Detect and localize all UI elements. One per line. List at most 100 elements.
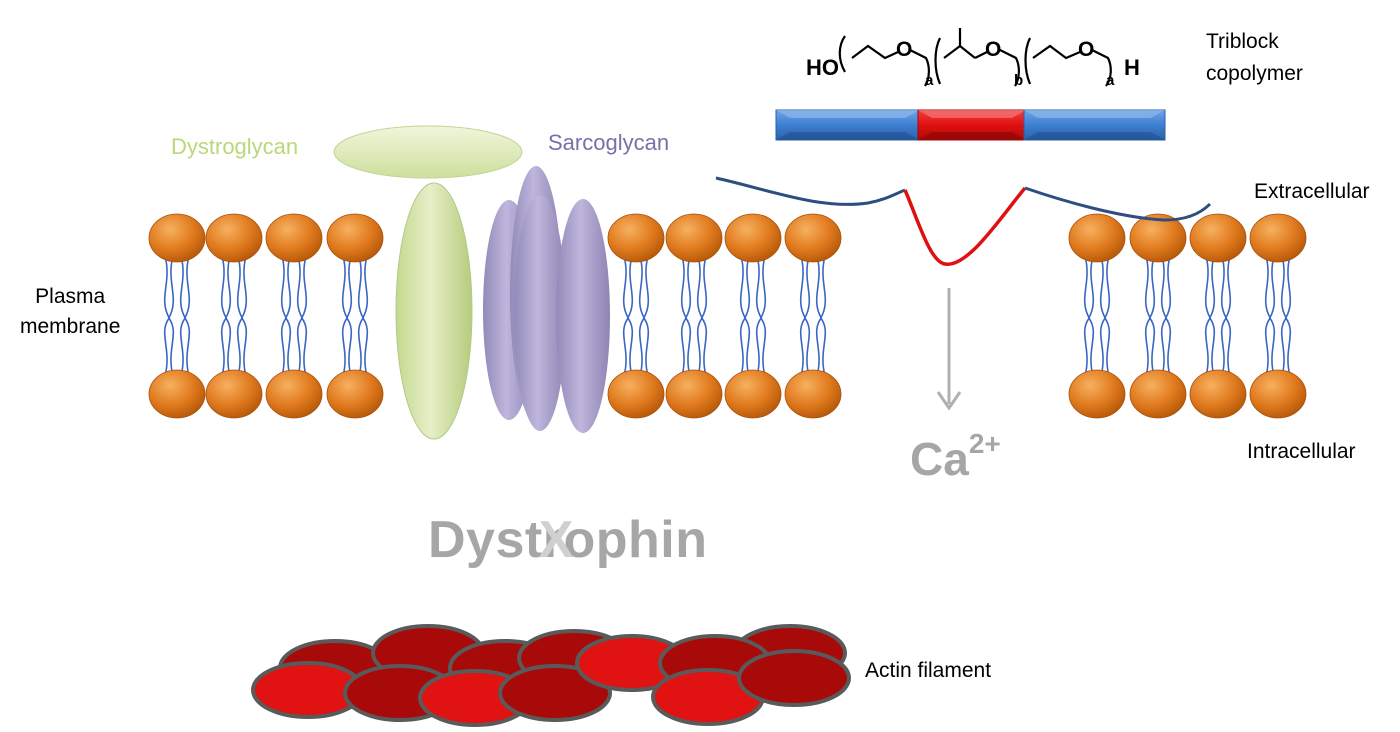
lipid-molecule: [148, 213, 206, 419]
triblock-line2: copolymer: [1206, 62, 1303, 85]
lipid-tail: [183, 255, 191, 377]
lipid-head: [205, 369, 263, 419]
lipid-tail: [1204, 255, 1212, 377]
dystrophin-prefix: Dyst: [428, 511, 543, 569]
lipid-tail: [680, 255, 688, 377]
lipid-tail: [700, 255, 708, 377]
lipid-tail: [1280, 255, 1288, 377]
lipid-tail: [284, 255, 292, 377]
lipid-head: [1189, 369, 1247, 419]
lipid-head: [665, 369, 723, 419]
lipid-tail: [1268, 255, 1276, 377]
lipid-tail: [1208, 255, 1216, 377]
lipid-tail: [345, 255, 353, 377]
lipid-tail: [1087, 255, 1095, 377]
lipid-head: [265, 213, 323, 263]
lipid-head: [724, 369, 782, 419]
lipid-tail: [236, 255, 244, 377]
lipid-molecule: [1249, 213, 1307, 419]
lipid-tail: [220, 255, 228, 377]
formula-subscript-b: b: [1014, 72, 1024, 89]
lipid-tail: [167, 255, 175, 377]
actin-filament-label: Actin filament: [865, 659, 992, 682]
lipid-tail: [803, 255, 811, 377]
lipid-tail: [755, 255, 763, 377]
lipid-molecule: [724, 213, 782, 419]
dystroglycan-protein: [333, 125, 523, 440]
triblock-copolymer-bar: [775, 109, 1166, 141]
lipid-tail: [642, 255, 650, 377]
lipid-tail: [1148, 255, 1156, 377]
lipid-tail: [1099, 255, 1107, 377]
lipid-tail: [1103, 255, 1111, 377]
sarcoglycan-complex: [483, 166, 610, 433]
dystroglycan-extracellular: [333, 125, 523, 179]
lipid-tail: [357, 255, 365, 377]
dystrophin-strike-mark: X: [538, 511, 574, 569]
formula-oxygen: O: [985, 38, 1002, 61]
lipid-tail: [622, 255, 630, 377]
dystrophin-struck-char: r: [542, 511, 564, 569]
triblock-copolymer-label: Triblock copolymer: [1206, 26, 1303, 90]
lipid-tail: [300, 255, 308, 377]
extracellular-surface-right: [1024, 186, 1212, 222]
lipid-tail: [296, 255, 304, 377]
lipid-tail: [815, 255, 823, 377]
lipid-tail: [799, 255, 807, 377]
lipid-tail: [341, 255, 349, 377]
lipid-head: [724, 213, 782, 263]
lipid-tail: [739, 255, 747, 377]
lipid-tail: [1220, 255, 1228, 377]
lipid-head: [148, 213, 206, 263]
lipid-tail: [163, 255, 171, 377]
calcium-ion-label: Ca2+: [910, 428, 1001, 486]
chemical-structure-bonds: [838, 28, 1112, 87]
lipid-head: [607, 369, 665, 419]
copolymer-insert: [903, 186, 1027, 266]
lipid-head: [1129, 369, 1187, 419]
lipid-tail: [280, 255, 288, 377]
lipid-head: [1068, 213, 1126, 263]
triblock-line1: Triblock: [1206, 30, 1279, 53]
sarcoglycan-label: Sarcoglycan: [548, 130, 670, 155]
lipid-head: [265, 369, 323, 419]
calcium-influx-arrow: [936, 288, 962, 411]
lipid-head: [665, 213, 723, 263]
lipid-tail: [1083, 255, 1091, 377]
lipid-head: [205, 213, 263, 263]
lipid-molecule: [665, 213, 723, 419]
lipid-molecule: [265, 213, 323, 419]
formula-subscript-a: a: [1106, 72, 1115, 89]
lipid-head: [1249, 369, 1307, 419]
lipid-tail: [743, 255, 751, 377]
lipid-molecule: [607, 213, 665, 419]
lipid-tail: [638, 255, 646, 377]
extracellular-surface-left: [715, 176, 906, 206]
lipid-tail: [1160, 255, 1168, 377]
lipid-bilayer: [148, 213, 1307, 419]
formula-oxygen: O: [1078, 38, 1095, 61]
lipid-molecule: [1129, 213, 1187, 419]
lipid-head: [607, 213, 665, 263]
formula-subscript-a: a: [925, 72, 934, 89]
actin-filament: [251, 624, 851, 727]
lipid-tail: [1144, 255, 1152, 377]
plasma-membrane-label: Plasma membrane: [20, 282, 120, 342]
extracellular-label: Extracellular: [1254, 180, 1370, 203]
membrane-pore-seal: [715, 176, 1212, 266]
formula-right-end: H: [1124, 55, 1140, 80]
lipid-tail: [696, 255, 704, 377]
lipid-tail: [1284, 255, 1292, 377]
lipid-head: [326, 369, 384, 419]
lipid-head: [1249, 213, 1307, 263]
dystroglycan-transmembrane: [395, 182, 473, 440]
calcium-charge: 2+: [968, 427, 1001, 459]
plasma-membrane-line1: Plasma: [35, 285, 106, 308]
lipid-head: [1129, 213, 1187, 263]
lipid-tail: [240, 255, 248, 377]
lipid-molecule: [1068, 213, 1126, 419]
lipid-head: [1189, 213, 1247, 263]
